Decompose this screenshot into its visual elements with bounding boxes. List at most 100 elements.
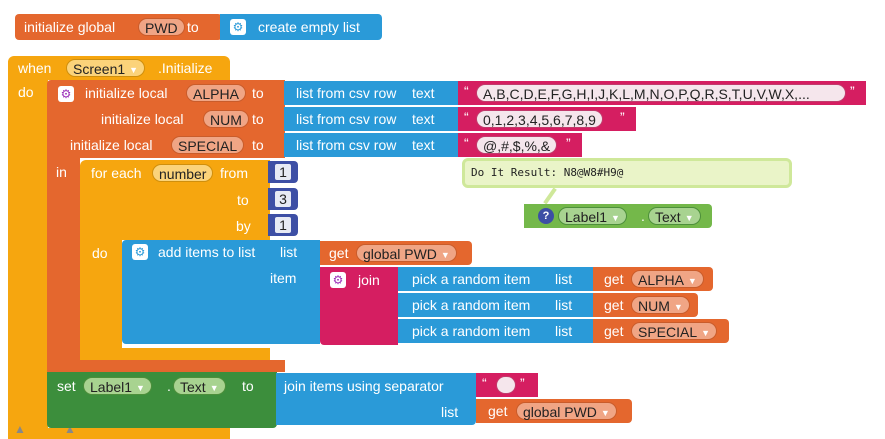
chevron-down-icon: ▼ — [136, 383, 145, 394]
get-keyword-3: get — [604, 297, 624, 313]
quote-close-icon: ” — [850, 83, 855, 99]
by-number-value[interactable]: 1 — [274, 216, 292, 234]
set-component-dropdown[interactable]: Label1▼ — [83, 377, 152, 395]
set-prop-dropdown[interactable]: Text▼ — [173, 377, 226, 395]
event-name: .Initialize — [158, 60, 213, 76]
get-alpha-block[interactable]: get ALPHA▼ — [593, 267, 713, 291]
for-each-by: by — [236, 218, 251, 234]
get-keyword-1: get — [329, 245, 349, 261]
initialize-global-keyword: initialize global — [24, 19, 116, 35]
num-dropdown[interactable]: NUM▼ — [631, 296, 690, 314]
chevron-down-icon: ▼ — [600, 408, 610, 419]
local-var-alpha[interactable]: ALPHA — [186, 84, 246, 102]
from-number-value[interactable]: 1 — [274, 163, 292, 181]
local-var-num[interactable]: NUM — [203, 110, 249, 128]
for-each-rail — [80, 240, 122, 348]
chevron-down-icon: ▼ — [687, 276, 697, 287]
separator-value[interactable] — [496, 376, 516, 394]
init-local-keyword-2: initialize local — [101, 111, 184, 127]
chevron-down-icon: ▼ — [129, 65, 139, 76]
for-each-do: do — [92, 245, 108, 261]
pick-label-1: pick a random item — [412, 271, 531, 287]
quote-open-icon-4: “ — [482, 375, 487, 391]
add-items-gear-icon[interactable]: ⚙ — [132, 244, 148, 260]
pick-random-special[interactable]: pick a random item list — [398, 319, 594, 343]
local-to-3: to — [252, 137, 264, 153]
csv-block-alpha[interactable]: list from csv row text — [284, 81, 459, 105]
add-items-block[interactable]: ⚙ add items to list list item — [122, 240, 320, 344]
create-empty-list-label: create empty list — [258, 19, 360, 35]
set-dot: . — [167, 378, 171, 394]
csv-block-num[interactable]: list from csv row text — [284, 107, 459, 131]
alpha-dropdown[interactable]: ALPHA▼ — [631, 270, 704, 288]
local-mutator-gear-icon[interactable]: ⚙ — [58, 86, 74, 102]
chevron-down-icon: ▼ — [684, 213, 694, 224]
pick-list-label-2: list — [555, 297, 573, 313]
get-keyword-5: get — [488, 403, 508, 419]
get-special-block[interactable]: get SPECIAL▼ — [593, 319, 729, 343]
for-each-from: from — [220, 165, 248, 181]
text-prop-dropdown[interactable]: Text▼ — [648, 207, 701, 225]
text-block-num[interactable]: “ 0,1,2,3,4,5,6,7,8,9 ” — [458, 107, 636, 131]
join-keyword: join — [358, 272, 380, 288]
csv-label-2: list from csv row — [296, 111, 397, 127]
get-num-block[interactable]: get NUM▼ — [593, 293, 698, 317]
pick-random-num[interactable]: pick a random item list — [398, 293, 594, 317]
label1-dropdown[interactable]: Label1▼ — [558, 207, 627, 225]
text-block-special[interactable]: “ @,#,$,%,& ” — [458, 133, 582, 157]
chevron-down-icon: ▼ — [209, 383, 219, 394]
pick-label-2: pick a random item — [412, 297, 531, 313]
to-number-value[interactable]: 3 — [274, 190, 292, 208]
global-pwd-dropdown-2[interactable]: global PWD▼ — [516, 402, 617, 420]
get-global-pwd-block-2[interactable]: get global PWD▼ — [476, 399, 632, 423]
label-dot: . — [641, 208, 645, 224]
collapse-arrow-icon[interactable]: ▲ — [14, 422, 26, 436]
global-to-label: to — [187, 19, 199, 35]
csv-label-1: list from csv row — [296, 85, 397, 101]
for-each-to: to — [237, 192, 249, 208]
global-pwd-dropdown[interactable]: global PWD▼ — [356, 244, 457, 262]
screen-initialize-event[interactable]: when Screen1▼ .Initialize — [8, 56, 230, 80]
join-with-separator-block[interactable]: join items using separator list — [276, 373, 476, 425]
csv-text-label-3: text — [412, 137, 435, 153]
global-var-name[interactable]: PWD — [138, 18, 185, 36]
initialize-local-rail — [47, 158, 80, 371]
collapse-arrow-icon-2[interactable]: ▲ — [64, 422, 76, 436]
get-keyword-4: get — [604, 323, 624, 339]
join-block[interactable]: ⚙ join — [320, 267, 398, 345]
tooltip-pointer — [543, 187, 557, 205]
separator-text-block[interactable]: “ ” — [476, 373, 538, 397]
get-global-pwd-block[interactable]: get global PWD▼ — [320, 241, 472, 265]
chevron-down-icon: ▼ — [701, 328, 711, 339]
alpha-value[interactable]: A,B,C,D,E,F,G,H,I,J,K,L,M,N,O,P,Q,R,S,T,… — [476, 84, 846, 102]
mutator-gear-icon[interactable]: ⚙ — [230, 19, 246, 35]
quote-open-icon: “ — [464, 83, 469, 99]
csv-text-label-1: text — [412, 85, 435, 101]
initialize-global-block[interactable]: initialize global PWD to — [15, 14, 222, 40]
csv-text-label-2: text — [412, 111, 435, 127]
create-empty-list-block[interactable]: ⚙ create empty list — [220, 14, 382, 40]
for-each-var[interactable]: number — [152, 164, 214, 182]
init-local-keyword-3: initialize local — [70, 137, 153, 153]
help-question-icon[interactable]: ? — [538, 208, 554, 224]
local-var-special[interactable]: SPECIAL — [171, 136, 245, 154]
text-block-alpha[interactable]: “ A,B,C,D,E,F,G,H,I,J,K,L,M,N,O,P,Q,R,S,… — [458, 81, 866, 105]
chevron-down-icon: ▼ — [611, 213, 620, 224]
quote-open-icon-3: “ — [464, 135, 469, 151]
set-label-text-block[interactable]: set Label1▼ . Text▼ to — [47, 372, 277, 428]
when-keyword: when — [18, 60, 52, 76]
add-items-item-label: item — [270, 270, 297, 286]
quote-close-icon-4: ” — [520, 375, 525, 391]
quote-close-icon-3: ” — [566, 135, 571, 151]
pick-random-alpha[interactable]: pick a random item list — [398, 267, 594, 291]
special-value[interactable]: @,#,$,%,& — [476, 136, 558, 154]
quote-close-icon-2: ” — [620, 109, 625, 125]
label1-text-getter[interactable]: ? Label1▼ . Text▼ — [524, 204, 712, 228]
pick-list-label-3: list — [555, 323, 573, 339]
special-dropdown[interactable]: SPECIAL▼ — [631, 322, 718, 340]
join-gear-icon[interactable]: ⚙ — [330, 272, 346, 288]
screen-dropdown[interactable]: Screen1▼ — [66, 59, 146, 77]
num-value[interactable]: 0,1,2,3,4,5,6,7,8,9 — [476, 110, 603, 128]
for-each-bottom — [80, 348, 270, 360]
csv-block-special[interactable]: list from csv row text — [284, 133, 459, 157]
